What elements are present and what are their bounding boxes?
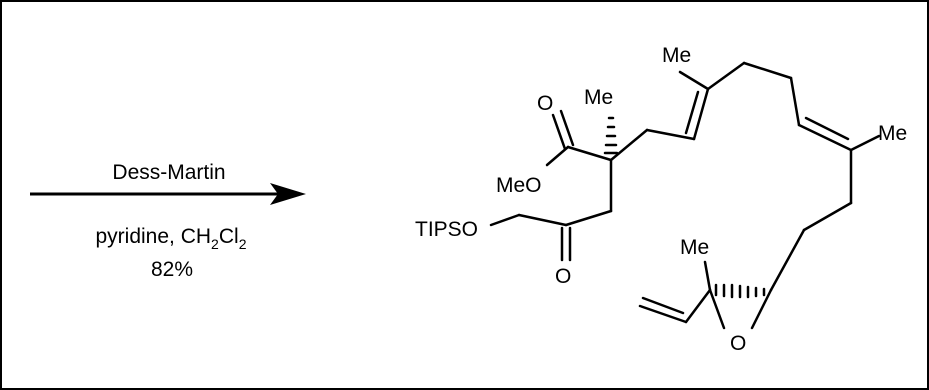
methyl-label-top: Me: [662, 44, 691, 67]
methyl-label-right: Me: [878, 122, 907, 145]
methyl-label-quaternary: Me: [584, 86, 613, 109]
reagent-label: Dess-Martin: [112, 161, 225, 184]
conditions-label: pyridine, CH2Cl2: [96, 225, 247, 252]
reaction-arrow: [30, 183, 306, 205]
ketone-oxygen-label: O: [555, 265, 571, 288]
carbonyl-oxygen-label: O: [537, 92, 553, 115]
product-structure: [489, 61, 881, 330]
methyl-label-epoxide: Me: [680, 236, 709, 259]
ester-methoxy-label: MeO: [496, 174, 542, 197]
tipso-label: TIPSO: [415, 218, 478, 241]
epoxide-oxygen-label: O: [730, 332, 746, 355]
yield-label: 82%: [151, 258, 193, 281]
